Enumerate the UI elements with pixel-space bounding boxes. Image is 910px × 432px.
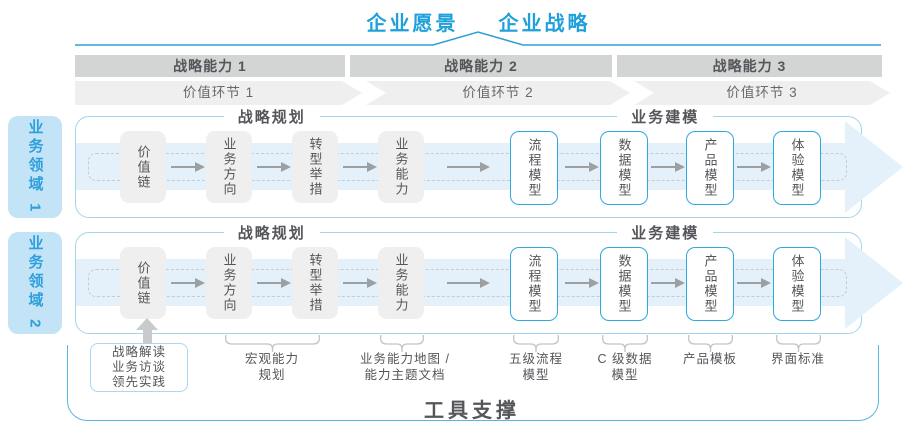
row-2-flow-arrow: [447, 278, 490, 288]
note-capability-map: 业务能力地图 / 能力主题文档: [360, 352, 450, 382]
source-line-1: 战略解读: [111, 345, 166, 359]
capability-bar-2: 战略能力 2: [350, 55, 612, 77]
row-2-box-product-model: 产品模型: [686, 247, 734, 321]
business-domain-label-2: 业务领域 2: [8, 232, 62, 334]
bracket-capability-map: [380, 335, 424, 352]
capability-bar-3: 战略能力 3: [617, 55, 882, 77]
row-1-dashed-track: [88, 153, 847, 181]
bracket-ui-standard: [776, 335, 821, 352]
row-1-flow-arrow: [171, 162, 205, 172]
row-1-box-transformation: 转型举措: [292, 131, 338, 203]
row-1-flow-arrow: [737, 162, 771, 172]
tool-support-container: [67, 345, 879, 421]
row-1-section-planning: 战略规划: [223, 106, 320, 127]
row-1-box-business-direction: 业务方向: [206, 131, 252, 203]
note-data-model: C 级数据 模型: [597, 352, 653, 382]
row-2-flow-arrow: [257, 278, 291, 288]
value-chain-chevron-3: 价值环节 3: [634, 81, 890, 105]
row-1-flow-arrow: [447, 162, 490, 172]
strategy-title: 企业战略: [498, 13, 591, 35]
row-2-box-process-model: 流程模型: [510, 247, 558, 321]
tool-support-label: 工具支撑: [424, 400, 520, 422]
capability-bar-1: 战略能力 1: [75, 55, 345, 77]
source-line-3: 领先实践: [111, 375, 166, 389]
row-1-arrow-head: [845, 121, 903, 213]
row-1-flow-arrow: [257, 162, 291, 172]
bracket-product-template: [688, 335, 733, 352]
strategy-inputs-box: 战略解读 业务访谈 领先实践: [90, 343, 188, 392]
row-2-section-modeling: 业务建模: [617, 222, 714, 243]
row-2-box-data-model: 数据模型: [600, 247, 648, 321]
bracket-data-model: [602, 335, 648, 352]
row-2-flow-arrow: [343, 278, 377, 288]
value-chain-chevron-2: 价值环节 2: [366, 81, 630, 105]
row-2-flow-arrow: [737, 278, 771, 288]
bracket-macro-capability: [225, 335, 320, 352]
row-1-flow-arrow: [651, 162, 685, 172]
row-2-box-value-chain: 价值链: [120, 247, 166, 319]
note-product-template: 产品模板: [682, 352, 738, 366]
row-1-box-experience-model: 体验模型: [773, 131, 821, 205]
domain-row-1: 战略规划 业务建模 价值链 业务方向 转型举措 业务能力 流程模型 数据模型 产…: [75, 106, 903, 218]
vision-connector-line: [75, 31, 881, 46]
row-2-dashed-track: [88, 269, 847, 297]
note-process-model: 五级流程 模型: [508, 352, 564, 382]
row-1-box-value-chain: 价值链: [120, 131, 166, 203]
row-1-box-data-model: 数据模型: [600, 131, 648, 205]
top-title: 企业愿景 企业战略: [75, 7, 882, 36]
business-domain-label-1: 业务领域 1: [8, 116, 62, 218]
row-2-flow-arrow: [565, 278, 599, 288]
row-2-arrow-head: [845, 237, 903, 329]
note-ui-standard: 界面标准: [770, 352, 826, 366]
row-2-flow-arrow: [171, 278, 205, 288]
note-macro-capability: 宏观能力 规划: [244, 352, 300, 382]
row-2-section-planning: 战略规划: [223, 222, 320, 243]
value-chain-chevron-1: 价值环节 1: [75, 81, 362, 105]
up-arrow-icon: [136, 318, 158, 343]
row-2-box-experience-model: 体验模型: [773, 247, 821, 321]
row-2-box-transformation: 转型举措: [292, 247, 338, 319]
row-1-box-product-model: 产品模型: [686, 131, 734, 205]
source-line-2: 业务访谈: [111, 360, 166, 374]
vision-title: 企业愿景: [366, 13, 459, 35]
row-2-box-business-direction: 业务方向: [206, 247, 252, 319]
row-1-box-business-capability: 业务能力: [378, 131, 424, 203]
row-2-box-business-capability: 业务能力: [378, 247, 424, 319]
bracket-process-model: [513, 335, 559, 352]
row-1-section-modeling: 业务建模: [617, 106, 714, 127]
domain-row-2: 战略规划 业务建模 价值链 业务方向 转型举措 业务能力 流程模型 数据模型 产…: [75, 222, 903, 334]
row-1-flow-arrow: [565, 162, 599, 172]
row-1-box-process-model: 流程模型: [510, 131, 558, 205]
row-1-flow-arrow: [343, 162, 377, 172]
row-2-flow-arrow: [651, 278, 685, 288]
